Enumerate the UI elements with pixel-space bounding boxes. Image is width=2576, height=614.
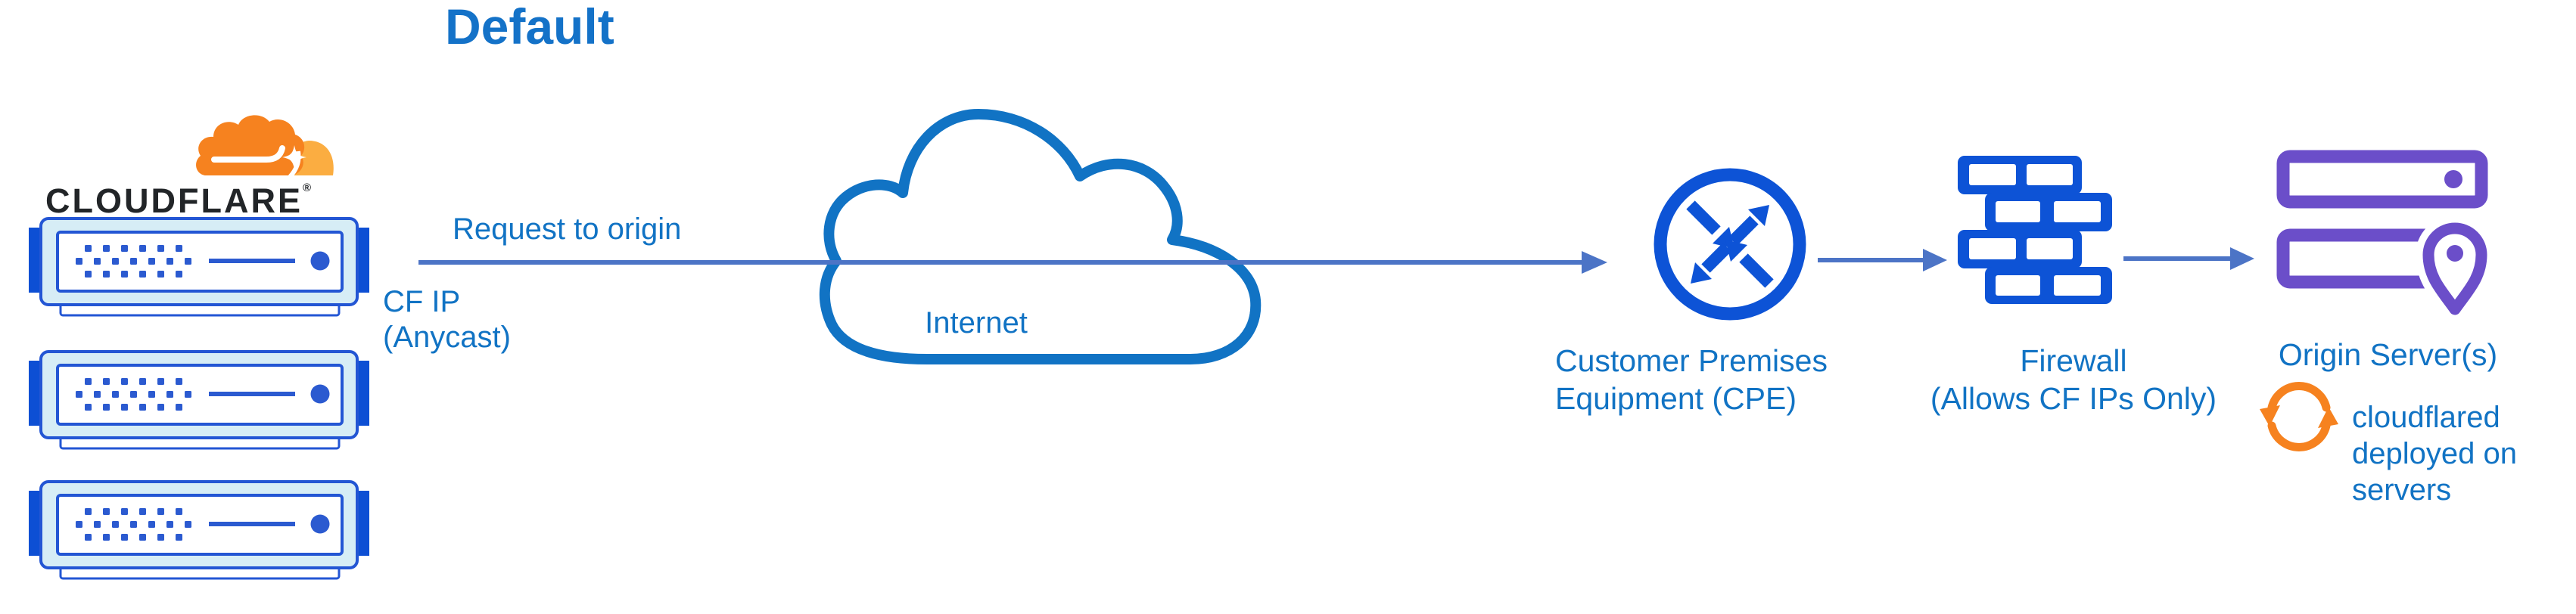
internet-label: Internet <box>925 306 1028 340</box>
cloudflared-label-line3: servers <box>2352 473 2452 507</box>
cloudflare-logo-icon <box>196 115 334 179</box>
connector-line-cpe-to-firewall <box>1818 258 1924 262</box>
cloudflared-sync-icon <box>2260 382 2338 451</box>
firewall-label-line2: (Allows CF IPs Only) <box>1930 381 2217 416</box>
cpe-label-line2: Equipment (CPE) <box>1555 381 1797 416</box>
edge-sublabel-cf-ip: CF IP(Anycast) <box>383 284 511 355</box>
edge-label-request-to-origin: Request to origin <box>453 212 682 246</box>
arrowhead-to-firewall <box>1923 249 1947 271</box>
connector-line-edge-to-cpe <box>418 260 1582 265</box>
cf-ip-line2: (Anycast) <box>383 321 511 354</box>
firewall-brick-icon <box>1958 156 2112 304</box>
connector-line-firewall-to-origin <box>2123 256 2231 261</box>
diagram-title: Default <box>445 0 614 54</box>
cloudflared-label-line2: deployed on <box>2352 437 2517 470</box>
origin-servers-icon <box>2276 150 2494 322</box>
arrowhead-to-origin <box>2230 247 2254 270</box>
cloudflare-wordmark: CLOUDFLARE® <box>45 182 311 218</box>
firewall-label: Firewall(Allows CF IPs Only) <box>1899 342 2248 417</box>
cpe-label-line1: Customer Premises <box>1555 343 1828 378</box>
firewall-label-line1: Firewall <box>2020 343 2127 378</box>
wordmark-text: CLOUDFLARE <box>45 181 303 220</box>
origin-label: Origin Server(s) <box>2278 337 2498 372</box>
cpe-router-icon <box>1654 168 1806 321</box>
registered-mark: ® <box>302 181 312 194</box>
cf-ip-line1: CF IP <box>383 285 461 318</box>
edge-server-icon-1 <box>29 217 369 318</box>
cloudflared-label-line1: cloudflared <box>2352 401 2500 434</box>
arrowhead-to-cpe <box>1582 251 1607 274</box>
edge-server-icon-2 <box>29 350 369 451</box>
edge-server-icon-3 <box>29 480 369 581</box>
